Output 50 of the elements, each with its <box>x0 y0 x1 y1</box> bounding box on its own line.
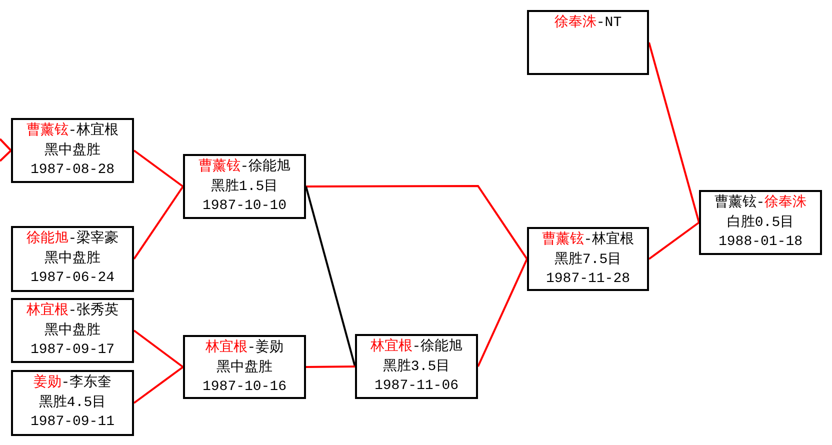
game-result: 黑中盘胜 <box>44 250 100 268</box>
match-box <box>11 118 134 183</box>
match-box <box>183 154 306 219</box>
match-box <box>527 227 649 291</box>
game-date: 1987-11-06 <box>374 377 458 396</box>
match-box <box>527 10 649 75</box>
bracket-line <box>306 366 356 368</box>
game-result: 黑中盘胜 <box>216 358 272 378</box>
player-names: 林宜根-张秀英 <box>26 302 119 321</box>
match-box <box>355 334 478 399</box>
bracket-line <box>133 150 184 188</box>
bracket-line <box>133 366 184 404</box>
player-names: 曹薰铉-林宜根 <box>26 122 119 141</box>
bracket-line <box>648 42 700 223</box>
bracket-line <box>648 222 700 260</box>
match-box <box>11 226 134 292</box>
game-result: 黑胜7.5目 <box>554 250 622 270</box>
game-result: 黑胜3.5目 <box>382 358 450 376</box>
game-date: 1987-10-10 <box>202 197 286 216</box>
player-names: 林宜根-徐能旭 <box>370 338 463 357</box>
game-result: 黑中盘胜 <box>44 142 100 160</box>
player-names: 曹薰铉-林宜根 <box>542 231 634 250</box>
game-result: 黑中盘胜 <box>44 322 100 340</box>
game-date: 1987-10-16 <box>202 378 286 397</box>
bracket-line <box>0 138 12 152</box>
player-names: 曹薰铉-徐能旭 <box>198 158 291 177</box>
player-names: 徐能旭-梁宰豪 <box>26 230 119 249</box>
game-result: 白胜0.5目 <box>726 214 794 232</box>
player-names: 姜勋-李东奎 <box>33 374 112 393</box>
match-box <box>11 298 134 363</box>
game-result: 黑胜1.5目 <box>210 178 278 196</box>
game-date: 1987-09-17 <box>30 341 114 360</box>
bracket-line <box>306 185 528 260</box>
player-names: 徐奉洙-NT <box>554 14 622 33</box>
game-date: 1987-08-28 <box>30 161 114 180</box>
player-names: 林宜根-姜勋 <box>205 339 284 358</box>
bracket-line <box>133 186 184 260</box>
game-date: 1988-01-18 <box>718 233 802 252</box>
bracket-line <box>305 186 356 367</box>
game-date: 1987-11-28 <box>546 270 630 289</box>
game-date: 1987-06-24 <box>30 269 114 288</box>
bracket-line <box>0 150 12 162</box>
game-result: 黑胜4.5目 <box>38 394 106 412</box>
game-date: 1987-09-11 <box>30 413 114 432</box>
match-box <box>183 335 306 399</box>
match-box <box>699 190 822 255</box>
match-box <box>11 370 134 436</box>
player-names: 曹薰铉-徐奉洙 <box>714 194 807 213</box>
bracket-line <box>133 330 184 368</box>
bracket-line <box>477 258 528 367</box>
